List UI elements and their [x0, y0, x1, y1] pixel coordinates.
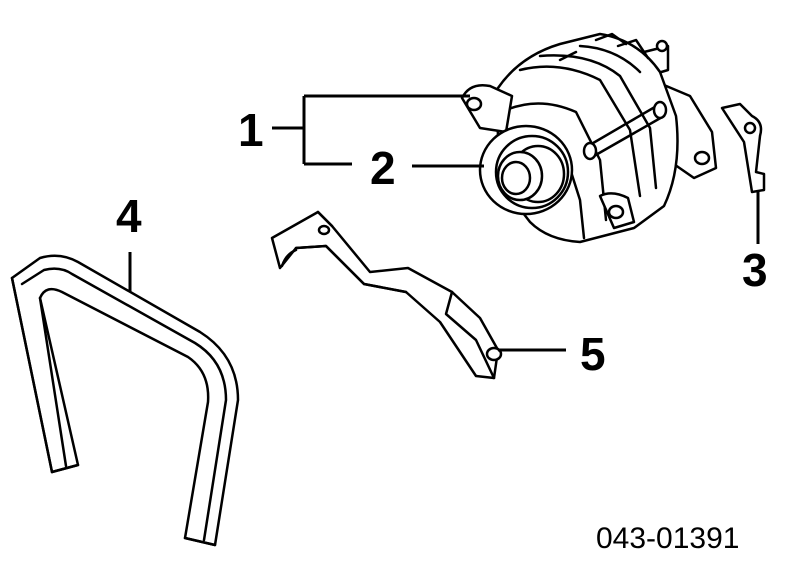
callout-5: 5 [580, 328, 606, 380]
leader-lines [128, 94, 760, 352]
mounting-bracket [270, 210, 503, 380]
adjusting-clip [720, 102, 766, 194]
callout-4: 4 [116, 190, 142, 242]
callout-2: 2 [370, 142, 396, 194]
callout-3: 3 [742, 244, 768, 296]
document-number: 043-01391 [596, 522, 739, 555]
pulley [478, 124, 574, 216]
callout-1: 1 [238, 104, 264, 156]
drive-belt [10, 254, 240, 547]
